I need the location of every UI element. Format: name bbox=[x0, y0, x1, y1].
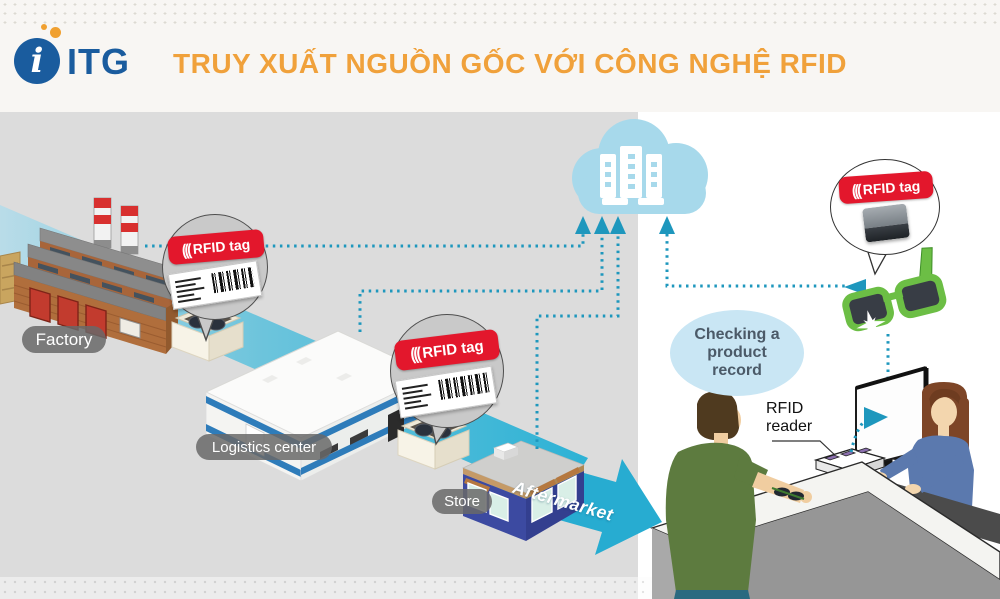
green-glasses-icon bbox=[842, 247, 947, 340]
rfid-tag-callout-logistics: ((( RFID tag bbox=[390, 314, 504, 428]
chimney-icon bbox=[93, 197, 139, 255]
dot-pattern-top bbox=[0, 0, 1000, 30]
rfid-tag-badge: ((( RFID tag bbox=[393, 328, 501, 372]
screen-arrow-icon bbox=[864, 407, 888, 429]
rfid-tag-text: RFID tag bbox=[421, 337, 485, 362]
checkout-scene bbox=[649, 334, 1000, 599]
store-illustration bbox=[461, 440, 586, 541]
rfid-chip-icon bbox=[862, 203, 910, 243]
logo-text: ITG bbox=[67, 41, 130, 82]
rfid-wave-icon: ((( bbox=[181, 240, 191, 260]
barcode-label bbox=[394, 365, 498, 419]
rfid-tag-text: RFID tag bbox=[192, 236, 251, 257]
rfid-tag-text: RFID tag bbox=[862, 177, 921, 198]
factory-illustration bbox=[0, 197, 179, 354]
data-flow-dotted-lines bbox=[145, 234, 848, 449]
rfid-reader-label: RFID reader bbox=[766, 400, 813, 435]
checking-record-text: Checking a product record bbox=[694, 326, 780, 379]
barcode-label bbox=[167, 260, 263, 310]
rfid-wave-icon: ((( bbox=[409, 343, 421, 365]
logistics-center-label: Logistics center bbox=[196, 434, 332, 460]
upload-arrow-icon bbox=[575, 216, 866, 295]
factory-label: Factory bbox=[22, 326, 106, 353]
customer-figure bbox=[665, 391, 812, 599]
dot-pattern-bottom bbox=[0, 577, 638, 599]
header: i ITG TRUY XUẤT NGUỒN GỐC VỚI CÔNG NGHỆ … bbox=[0, 0, 1000, 113]
rfid-wave-icon: ((( bbox=[851, 180, 861, 200]
rfid-tag-badge: ((( RFID tag bbox=[166, 228, 266, 266]
logo-dot-icon bbox=[50, 27, 61, 38]
logo-dot-icon bbox=[41, 24, 47, 30]
barcode-icon bbox=[438, 372, 490, 400]
sunglasses-in-hand-icon bbox=[771, 487, 805, 501]
rfid-tag-badge: ((( RFID tag bbox=[838, 170, 934, 205]
rfid-tag-callout-product: ((( RFID tag bbox=[830, 159, 940, 255]
label-text-lines bbox=[401, 380, 437, 413]
store-label: Store bbox=[432, 489, 492, 514]
rfid-tag-callout-factory: ((( RFID tag bbox=[162, 214, 268, 320]
sparkle-icon bbox=[856, 310, 886, 340]
cloud-server-icon bbox=[572, 119, 708, 214]
itg-logo-icon: i bbox=[14, 38, 60, 84]
page-title: TRUY XUẤT NGUỒN GỐC VỚI CÔNG NGHỆ RFID bbox=[173, 48, 847, 79]
barcode-icon bbox=[211, 267, 255, 294]
checking-record-note: Checking a product record bbox=[670, 310, 804, 396]
label-text-lines bbox=[174, 273, 210, 304]
